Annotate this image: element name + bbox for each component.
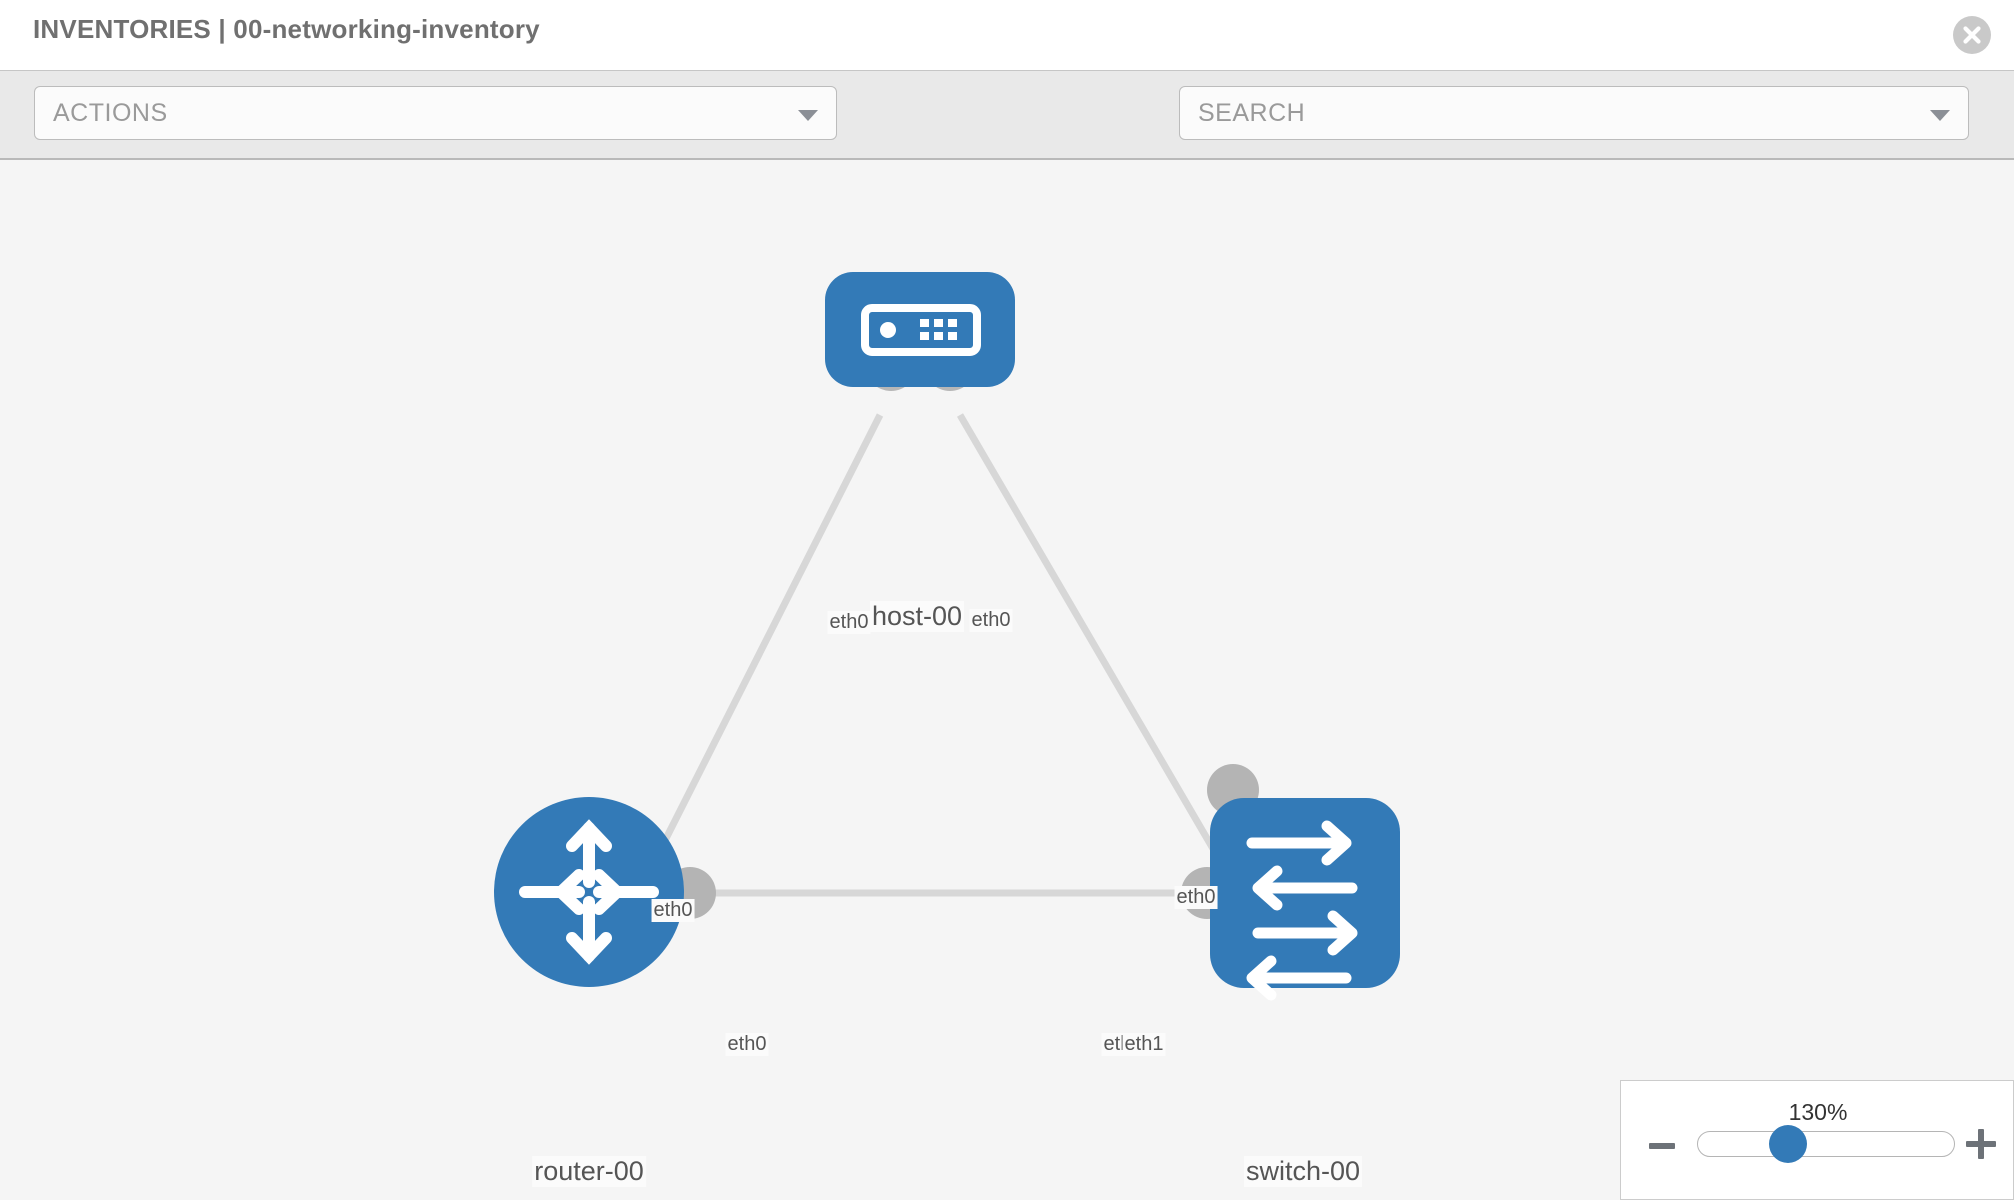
link-host00-router00: [636, 413, 884, 892]
minus-icon[interactable]: [1649, 1143, 1675, 1149]
node-host-00[interactable]: [825, 272, 1015, 387]
search-input[interactable]: SEARCH: [1179, 86, 1969, 140]
search-placeholder: SEARCH: [1198, 99, 1306, 127]
link-host00-switch00: [956, 413, 1244, 897]
close-icon[interactable]: [1953, 16, 1991, 54]
node-label-router-00: router-00: [532, 1156, 646, 1187]
zoom-slider-track[interactable]: [1697, 1131, 1955, 1157]
edge-label-host00-eth0-right: eth0: [969, 609, 1013, 632]
zoom-slider-handle[interactable]: [1769, 1125, 1807, 1163]
node-label-host-00: host-00: [869, 601, 965, 632]
chevron-down-icon: [1930, 110, 1950, 121]
window-header: INVENTORIES | 00-networking-inventory: [0, 0, 2014, 70]
chevron-down-icon: [798, 110, 818, 121]
node-router-00[interactable]: [494, 797, 684, 987]
edge-label-switch00-eth1: eth1: [1122, 1033, 1166, 1056]
toolbar: ACTIONS SEARCH: [0, 70, 2014, 201]
page-title: INVENTORIES | 00-networking-inventory: [33, 14, 540, 44]
node-label-switch-00: switch-00: [1243, 1156, 1363, 1187]
zoom-control-panel: 130%: [1620, 1080, 2014, 1200]
plus-icon[interactable]: [1966, 1129, 1996, 1159]
edge-label-switch00-eth0-uplink: eth0: [1174, 886, 1218, 909]
actions-dropdown-label: ACTIONS: [53, 99, 168, 127]
switch-arrows-icon: [1246, 820, 1358, 1001]
topology-graph: [494, 272, 1400, 1001]
topology-canvas[interactable]: host-00 router-00 switch-00 eth0 eth0 et…: [0, 160, 2014, 1200]
node-switch-00[interactable]: [1210, 798, 1400, 1001]
router-arrows-icon: [519, 819, 659, 965]
actions-dropdown[interactable]: ACTIONS: [34, 86, 837, 140]
edge-label-router00-eth0-uplink: eth0: [651, 899, 695, 922]
edge-label-host00-eth0-left: eth0: [827, 611, 871, 634]
topology-links: [636, 413, 1244, 897]
edge-label-router00-eth0: eth0: [725, 1033, 769, 1056]
zoom-level-value: 130%: [1788, 1099, 1848, 1125]
server-icon: [861, 304, 981, 356]
